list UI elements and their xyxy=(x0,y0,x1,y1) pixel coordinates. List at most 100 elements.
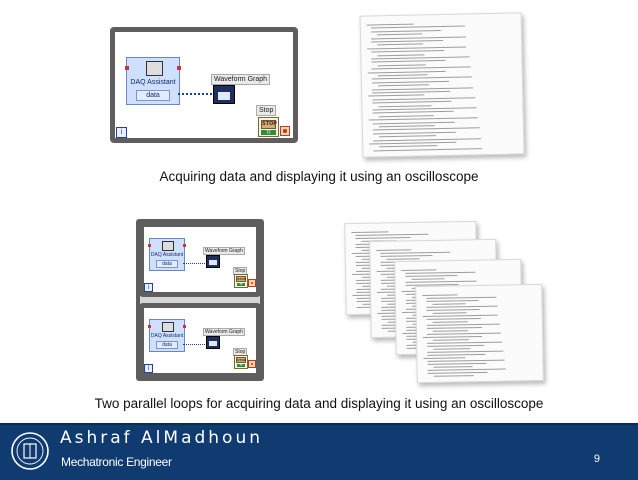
footer-bar: Ashraf AlMadhoun Mechatronic Engineer 9 xyxy=(0,423,638,480)
code-line xyxy=(372,121,455,125)
slide-number: 9 xyxy=(593,453,600,465)
daq-assistant-node[interactable]: DAQ Assistant data xyxy=(148,319,186,352)
code-line xyxy=(369,141,457,145)
code-line xyxy=(427,371,488,374)
code-line xyxy=(372,90,451,94)
code-line xyxy=(427,353,486,356)
code-line xyxy=(427,350,504,353)
loop-condition-icon xyxy=(248,360,256,368)
waveform-graph-icon[interactable] xyxy=(206,336,220,349)
code-line xyxy=(372,127,480,131)
code-line xyxy=(368,117,478,121)
stop-label: Stop xyxy=(256,105,277,116)
daq-output-label: data xyxy=(156,260,178,268)
stop-button-value: TF xyxy=(261,130,276,135)
code-line xyxy=(427,359,505,362)
code-line xyxy=(379,145,438,148)
stop-button-icon[interactable]: STOP TF xyxy=(234,274,248,288)
code-line xyxy=(378,104,432,107)
output-port xyxy=(183,325,186,328)
code-line xyxy=(377,43,424,46)
code-line xyxy=(372,131,456,135)
code-line xyxy=(378,125,435,128)
code-line xyxy=(371,39,444,43)
code-line xyxy=(372,111,454,114)
code-line xyxy=(366,23,414,26)
code-line xyxy=(427,341,503,344)
code-line xyxy=(355,237,411,239)
waveform-graph-label: Waveform Graph xyxy=(211,74,271,85)
code-line xyxy=(373,137,482,142)
waveform-graph-icon[interactable] xyxy=(213,85,235,104)
code-line xyxy=(426,317,481,320)
author-role: Mechatronic Engineer xyxy=(61,455,172,469)
input-port xyxy=(125,66,129,70)
iteration-terminal-icon: i xyxy=(144,283,153,292)
code-line xyxy=(377,64,426,67)
code-line xyxy=(423,357,466,359)
waveform-graph-label: Waveform Graph xyxy=(203,247,245,255)
code-line xyxy=(377,84,430,87)
code-line xyxy=(426,323,500,326)
code-line xyxy=(371,36,467,40)
stop-button-icon[interactable]: STOP TF xyxy=(234,355,248,369)
code-line xyxy=(380,251,451,254)
loop-condition-icon xyxy=(280,126,290,136)
waveform-graph-label: Waveform Graph xyxy=(203,328,245,336)
code-line xyxy=(426,300,479,302)
while-loop-top: i DAQ Assistant data Waveform Graph Stop… xyxy=(110,27,298,143)
code-line xyxy=(423,335,483,338)
waveform-graph-icon[interactable] xyxy=(206,255,220,268)
stop-button-value: TF xyxy=(237,283,245,286)
code-line xyxy=(426,332,502,335)
caption-top: Acquiring data and displaying it using a… xyxy=(159,169,479,184)
code-line xyxy=(371,60,446,63)
code-line xyxy=(427,362,487,365)
code-line xyxy=(405,275,458,277)
code-line xyxy=(376,33,422,36)
code-line xyxy=(379,135,437,138)
code-line xyxy=(426,296,497,299)
code-line xyxy=(377,53,425,56)
daq-title: DAQ Assistant xyxy=(150,333,184,339)
code-line xyxy=(433,348,471,350)
code-line xyxy=(433,375,474,377)
loop-condition-icon xyxy=(248,279,256,287)
daq-title: DAQ Assistant xyxy=(130,79,176,86)
data-wire xyxy=(183,263,205,264)
code-line xyxy=(351,231,389,234)
code-line xyxy=(355,233,429,236)
code-line xyxy=(372,100,452,104)
author-name: Ashraf AlMadhoun xyxy=(60,428,264,448)
daq-assistant-node[interactable]: DAQ Assistant data xyxy=(125,57,181,105)
input-port xyxy=(148,244,151,247)
code-line xyxy=(432,330,468,332)
code-line xyxy=(368,94,425,97)
daq-assistant-node[interactable]: DAQ Assistant data xyxy=(148,238,186,271)
code-line xyxy=(427,344,485,347)
daq-output-label: data xyxy=(156,341,178,349)
code-line xyxy=(422,314,498,317)
code-line xyxy=(432,303,466,305)
code-line xyxy=(371,80,449,84)
code-line xyxy=(371,56,470,60)
code-line xyxy=(373,147,483,152)
stop-button-text: STOP xyxy=(261,120,277,129)
daq-assistant-icon xyxy=(162,322,174,332)
stop-button-value: TF xyxy=(237,364,245,367)
stop-button-icon[interactable]: STOP TF xyxy=(258,117,279,137)
caption-bottom: Two parallel loops for acquiring data an… xyxy=(94,396,544,411)
code-listing-page xyxy=(359,12,525,158)
data-wire xyxy=(183,344,205,345)
code-line xyxy=(372,86,474,91)
code-line xyxy=(426,326,482,329)
daq-assistant-icon xyxy=(162,241,174,251)
code-line xyxy=(426,305,498,308)
code-line xyxy=(432,321,468,323)
iteration-terminal-icon: i xyxy=(116,127,127,138)
code-line xyxy=(372,107,477,111)
code-line xyxy=(427,368,506,371)
code-line xyxy=(378,114,434,118)
code-line xyxy=(367,46,467,50)
while-loop-1: i DAQ Assistant data Waveform Graph Stop… xyxy=(139,222,261,297)
